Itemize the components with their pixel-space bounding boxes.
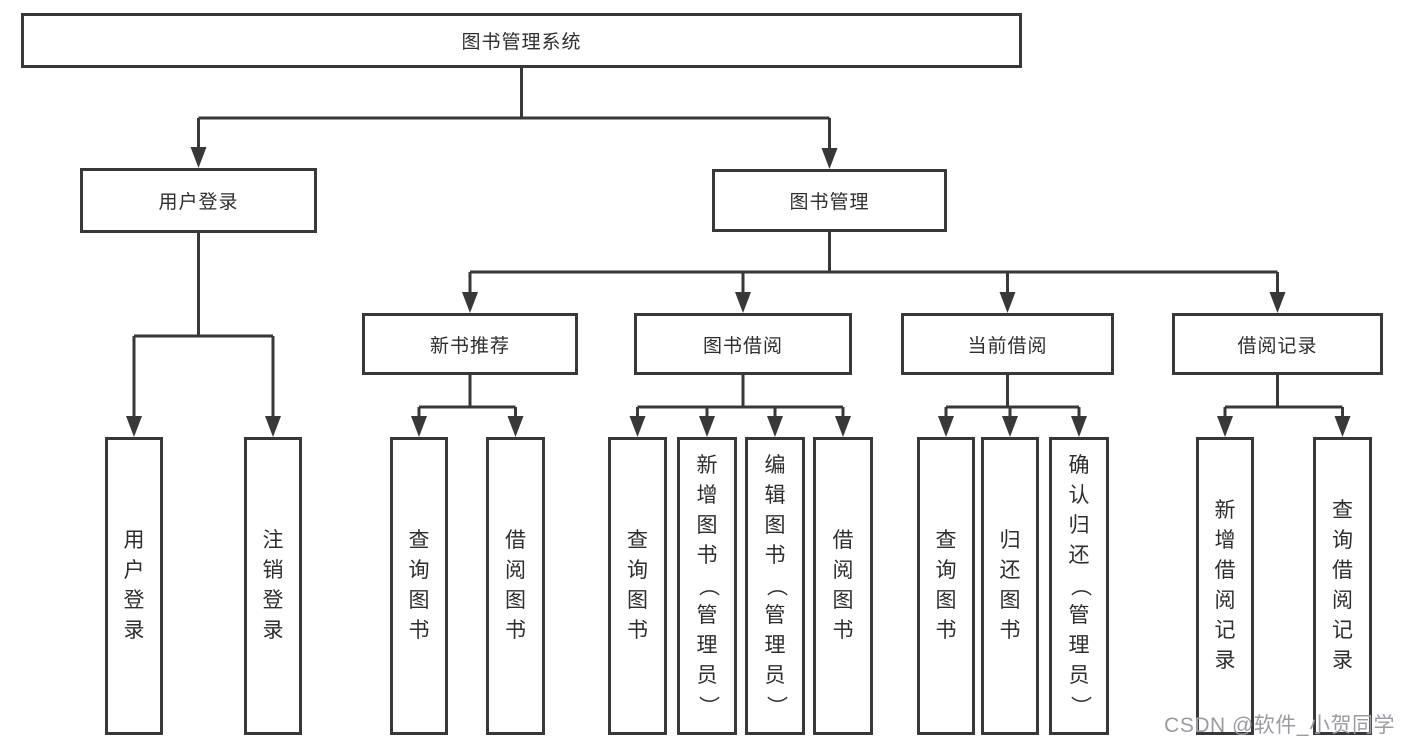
node-label: 借阅图书: [832, 529, 854, 642]
node-label: 查询图书: [408, 529, 430, 642]
node-label: 确认归还（管理员）: [1068, 454, 1091, 717]
node-label: 图书管理系统: [461, 32, 582, 53]
node-label: 用户登录: [123, 529, 145, 642]
node-label: 编辑图书（管理员）: [764, 454, 787, 717]
node-label: 借阅记录: [1237, 335, 1318, 357]
leaf-logout-login: 注销登录: [244, 437, 302, 735]
node-label: 图书借阅: [702, 335, 783, 357]
node-label: 查询图书: [935, 529, 957, 642]
leaf-edit-books-admin: 编辑图书（管理员）: [745, 437, 805, 735]
node-label: 归还图书: [999, 529, 1021, 642]
leaf-return-books: 归还图书: [981, 437, 1039, 735]
leaf-query-books-3: 查询图书: [917, 437, 975, 735]
leaf-confirm-return-admin: 确认归还（管理员）: [1049, 437, 1109, 735]
leaf-query-books: 查询图书: [390, 437, 448, 735]
leaf-add-books-admin: 新增图书（管理员）: [677, 437, 737, 735]
node-book-management: 图书管理: [712, 169, 947, 232]
node-new-book-recommendation: 新书推荐: [362, 313, 578, 375]
node-user-login: 用户登录: [80, 168, 317, 233]
leaf-borrow-books: 借阅图书: [486, 437, 545, 735]
node-current-borrowing: 当前借阅: [901, 313, 1114, 375]
node-label: 图书管理: [789, 192, 870, 213]
leaf-user-login: 用户登录: [105, 437, 163, 735]
node-label: 新增图书（管理员）: [696, 454, 719, 717]
leaf-query-books-2: 查询图书: [608, 437, 667, 735]
node-label: 查询图书: [627, 529, 648, 642]
csdn-watermark: CSDN @软件_小贺同学: [1164, 714, 1395, 737]
node-label: 用户登录: [158, 192, 239, 213]
leaf-query-borrow-record: 查询借阅记录: [1313, 437, 1372, 735]
node-label: 借阅图书: [505, 529, 526, 642]
node-label: 注销登录: [262, 529, 284, 642]
node-label: 当前借阅: [967, 335, 1048, 357]
node-label: 新书推荐: [429, 335, 510, 357]
node-library-management-system: 图书管理系统: [21, 13, 1022, 68]
node-label: 新增借阅记录: [1214, 499, 1236, 672]
node-book-borrowing: 图书借阅: [634, 313, 852, 375]
node-borrowing-records: 借阅记录: [1172, 313, 1383, 375]
leaf-add-borrow-record: 新增借阅记录: [1196, 437, 1254, 735]
leaf-borrow-books-2: 借阅图书: [813, 437, 873, 735]
node-label: 查询借阅记录: [1332, 499, 1353, 672]
